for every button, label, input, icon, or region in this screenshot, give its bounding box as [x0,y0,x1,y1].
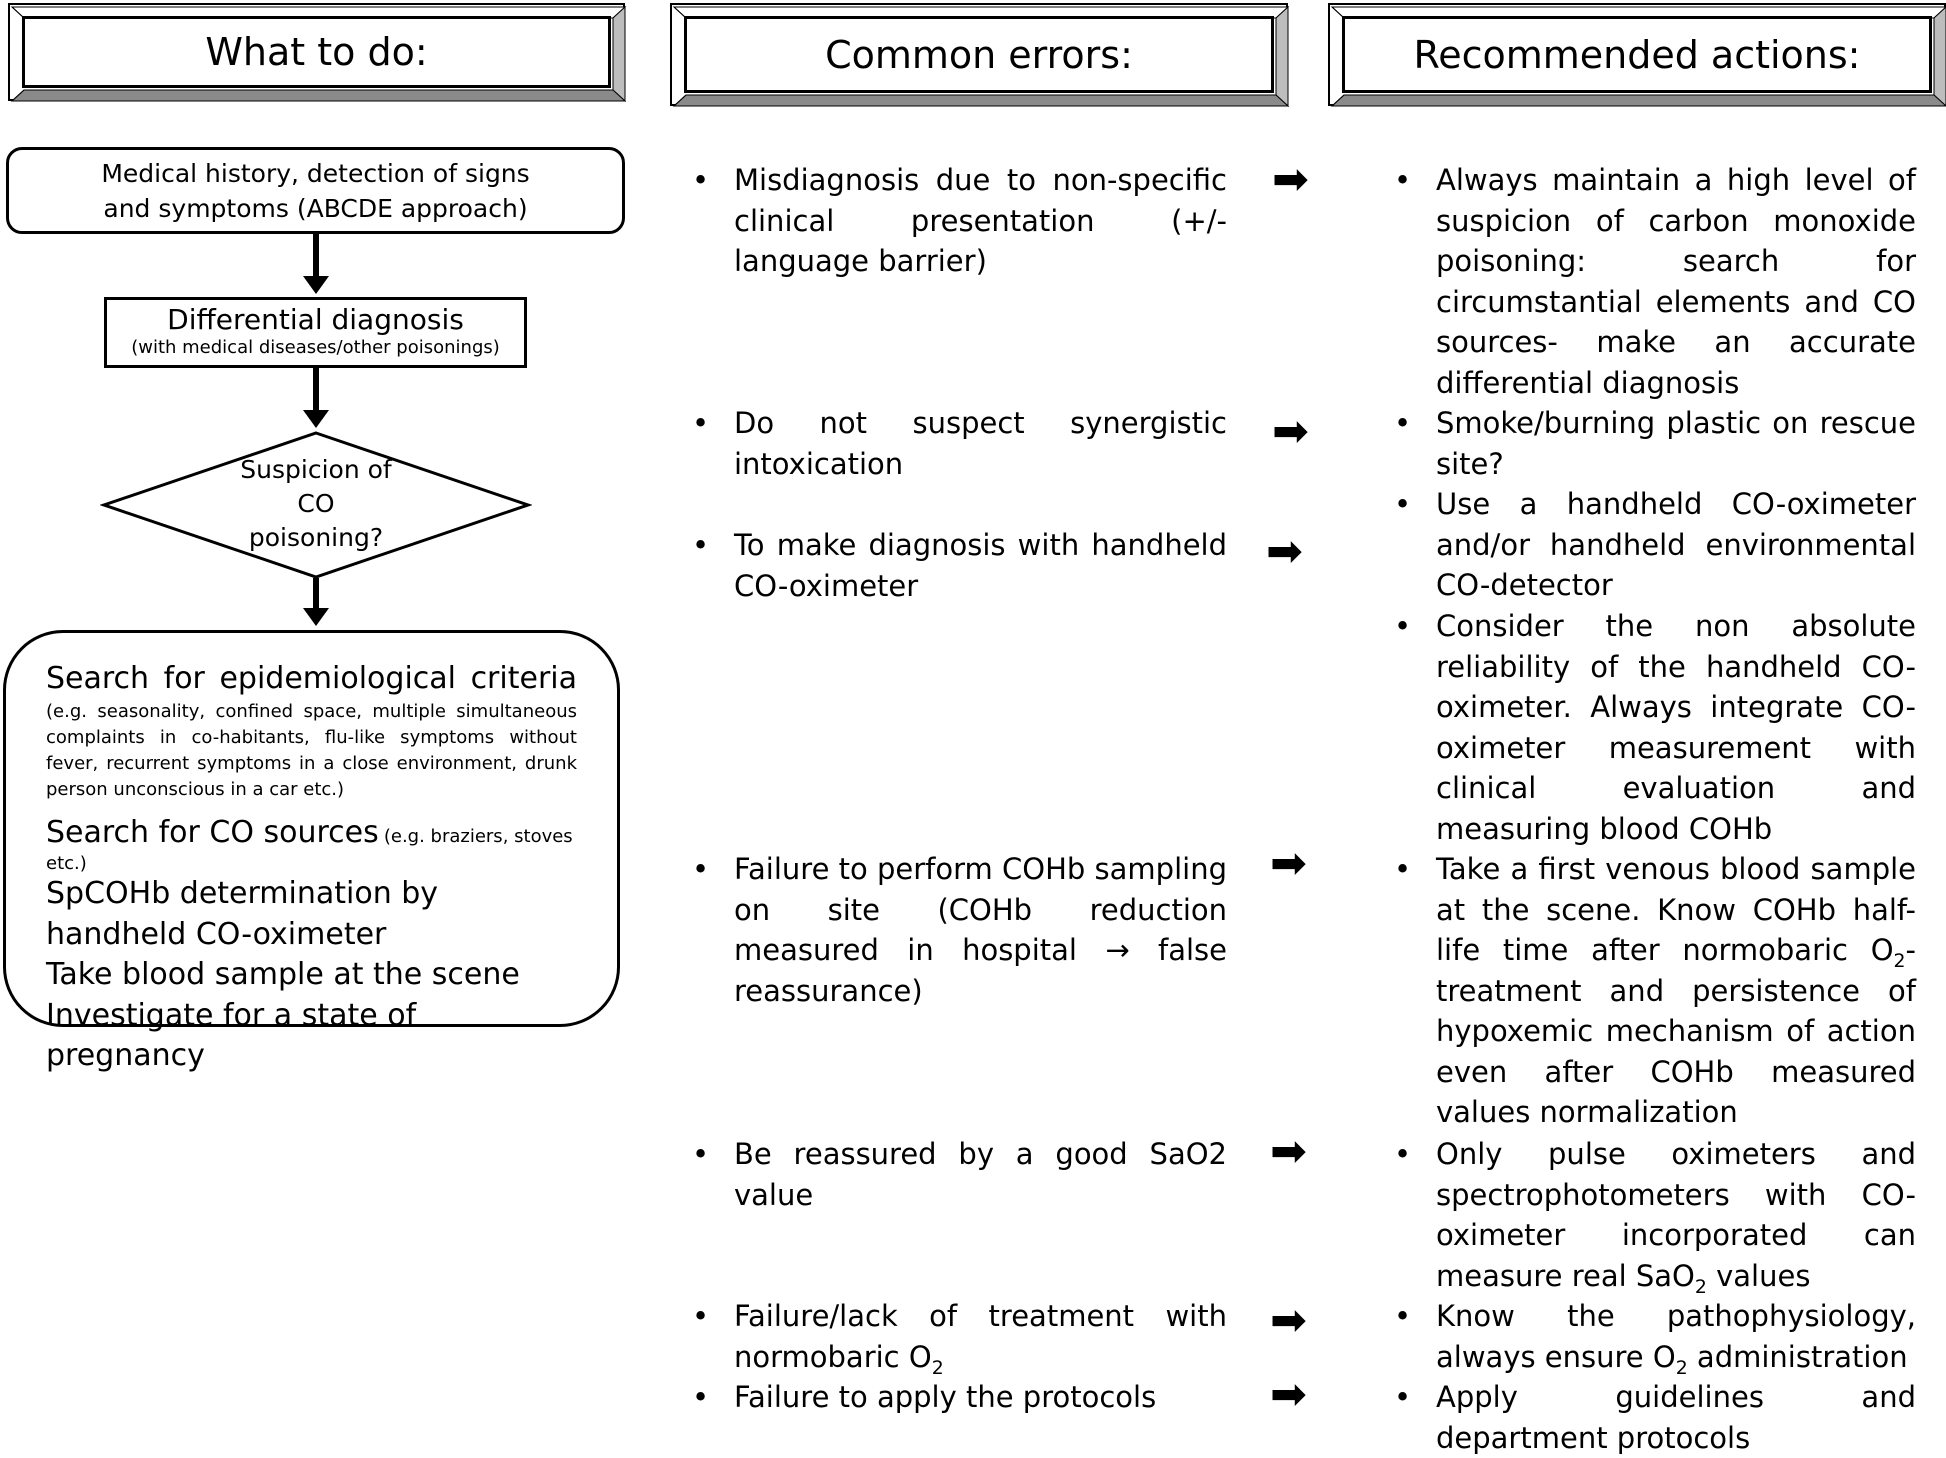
header-recommended-actions: Recommended actions: [1328,3,1946,107]
bullet-icon: • [1394,487,1412,521]
bullet-icon: • [1394,852,1412,886]
flow-arrow-3 [303,578,329,626]
error-item-text: Failure to apply the protocols [734,1380,1157,1414]
header-what-to-do: What to do: [8,3,627,103]
error-item-text-main: Failure/lack of treatment with normobari… [734,1299,1227,1374]
bullet-icon: • [692,1137,710,1171]
bullet-icon: • [1394,163,1412,197]
action-item-text-main: Know the pathophysiology, always ensure … [1436,1299,1916,1374]
bullet-icon: • [692,852,710,886]
action-item-text: Take a first venous blood sample at the … [1436,849,1916,1133]
subscript: 2 [931,1357,944,1379]
flow-decision-diamond [100,431,532,579]
bullet-icon: • [692,1299,710,1333]
error-item-text: Be reassured by a good SaO2 value [734,1137,1227,1212]
action-item-text: Apply guidelines and department protocol… [1436,1380,1916,1455]
right-arrow-icon: ➡ [1272,154,1309,205]
right-arrow-icon: ➡ [1266,526,1303,577]
bullet-icon: • [1394,1137,1412,1171]
right-arrow-icon: ➡ [1270,838,1307,889]
flow-arrow-1 [303,234,329,294]
flow-step-differential-title: Differential diagnosis [167,303,464,336]
flow-decision-text: Suspicion of CO poisoning? [216,453,416,555]
error-item-text: Do not suspect synergistic intoxication [734,406,1227,481]
right-arrow-icon: ➡ [1270,1126,1307,1177]
error-item-text: Misdiagnosis due to non-specific clinica… [734,163,1227,278]
subscript: 2 [1694,1276,1707,1298]
flow-arrow-2 [303,368,329,428]
flow-decision-line3: poisoning? [248,523,384,552]
bullet-icon: • [692,528,710,562]
bullet-icon: • [692,1380,710,1414]
header-common-errors: Common errors: [670,3,1290,108]
action-item-text: Smoke/burning plastic on rescue site? [1436,406,1916,481]
subscript: 2 [1893,950,1906,972]
flow-pregnancy: Investigate for a state of pregnancy [46,997,417,1074]
bullet-icon: • [1394,1299,1412,1333]
action-item-text-main: Only pulse oximeters and spectrophotomet… [1436,1137,1916,1293]
bullet-icon: • [692,163,710,197]
flow-step-history: Medical history, detection of signs and … [6,147,625,234]
flow-co-detail: (e.g. braziers, stoves etc.) [46,826,573,874]
flow-blood-sample: Take blood sample at the scene [46,957,520,992]
header-what-to-do-title: What to do: [22,16,611,88]
flow-decision-line1: Suspicion of [240,455,392,484]
flow-step-differential-sub: (with medical diseases/other poisonings) [131,337,500,358]
error-item-text: Failure to perform COHb sampling on site… [734,852,1227,1008]
right-arrow-icon: ➡ [1270,1369,1307,1420]
action-item-text: Consider the non absolute reliability of… [1436,609,1916,846]
error-item-text: Failure/lack of treatment with normobari… [734,1296,1227,1377]
flow-decision-line2: CO [297,489,335,518]
bullet-icon: • [692,406,710,440]
flow-step-differential: Differential diagnosis (with medical dis… [104,297,527,368]
header-recommended-actions-title: Recommended actions: [1342,16,1932,93]
action-item-text: Use a handheld CO-oximeter and/or handhe… [1436,487,1916,602]
flow-epi-detail: (e.g. seasonality, confined space, multi… [46,701,577,800]
subscript: 2 [1675,1357,1688,1379]
flow-spcohb: SpCOHb determination by handheld CO-oxim… [46,876,439,952]
bullet-icon: • [1394,1380,1412,1414]
action-item-text: Know the pathophysiology, always ensure … [1436,1296,1916,1377]
flow-epi-title: Search for epidemiological criteria [46,661,577,696]
right-arrow-icon: ➡ [1272,406,1309,457]
action-item-text-rest: -treatment and persistence of hypoxemic … [1436,933,1916,1129]
flow-co-title: Search for CO sources [46,815,379,850]
bullet-icon: • [1394,406,1412,440]
action-item-text-rest: administration [1687,1339,1908,1374]
error-item-text: To make diagnosis with handheld CO-oxime… [734,528,1227,603]
flow-step-history-text: Medical history, detection of signs and … [101,158,530,223]
action-item-text: Always maintain a high level of suspicio… [1436,163,1916,400]
action-item-text: Only pulse oximeters and spectrophotomet… [1436,1134,1916,1296]
header-common-errors-title: Common errors: [684,16,1274,93]
flow-final-actions: Search for epidemiological criteria (e.g… [3,630,620,1073]
bullet-icon: • [1394,609,1412,643]
right-arrow-icon: ➡ [1270,1295,1307,1346]
action-item-text-main: Take a first venous blood sample at the … [1436,852,1916,967]
action-item-text-rest: values [1706,1258,1811,1293]
